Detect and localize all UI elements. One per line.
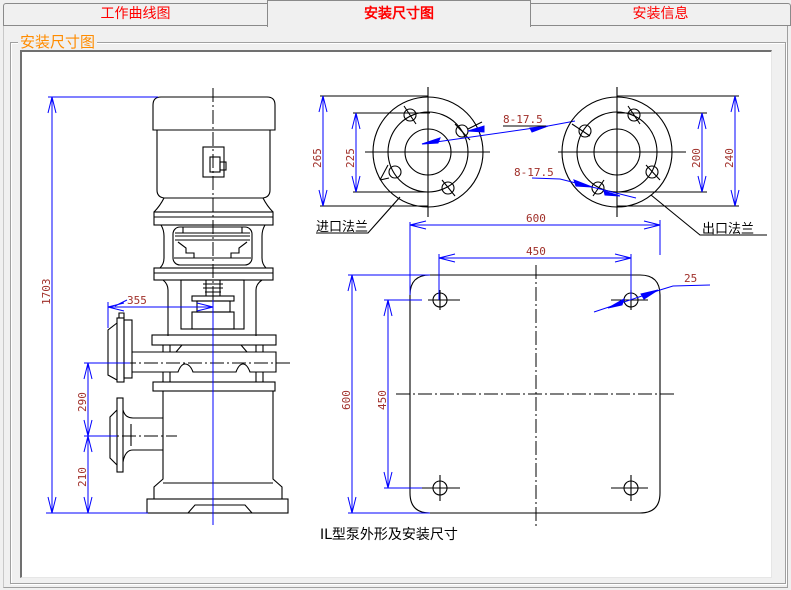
tab-installation-info[interactable]: 安装信息 <box>530 3 791 25</box>
tab-performance-curve[interactable]: 工作曲线图 <box>3 3 268 25</box>
drawing-canvas <box>20 50 772 578</box>
groupbox-title: 安装尺寸图 <box>18 33 98 51</box>
tab-installation-dimensions[interactable]: 安装尺寸图 <box>267 0 531 27</box>
dimension-groupbox <box>10 42 786 584</box>
tab-page <box>3 26 788 588</box>
tab-bar: 工作曲线图 安装信息 安装尺寸图 <box>0 0 791 27</box>
